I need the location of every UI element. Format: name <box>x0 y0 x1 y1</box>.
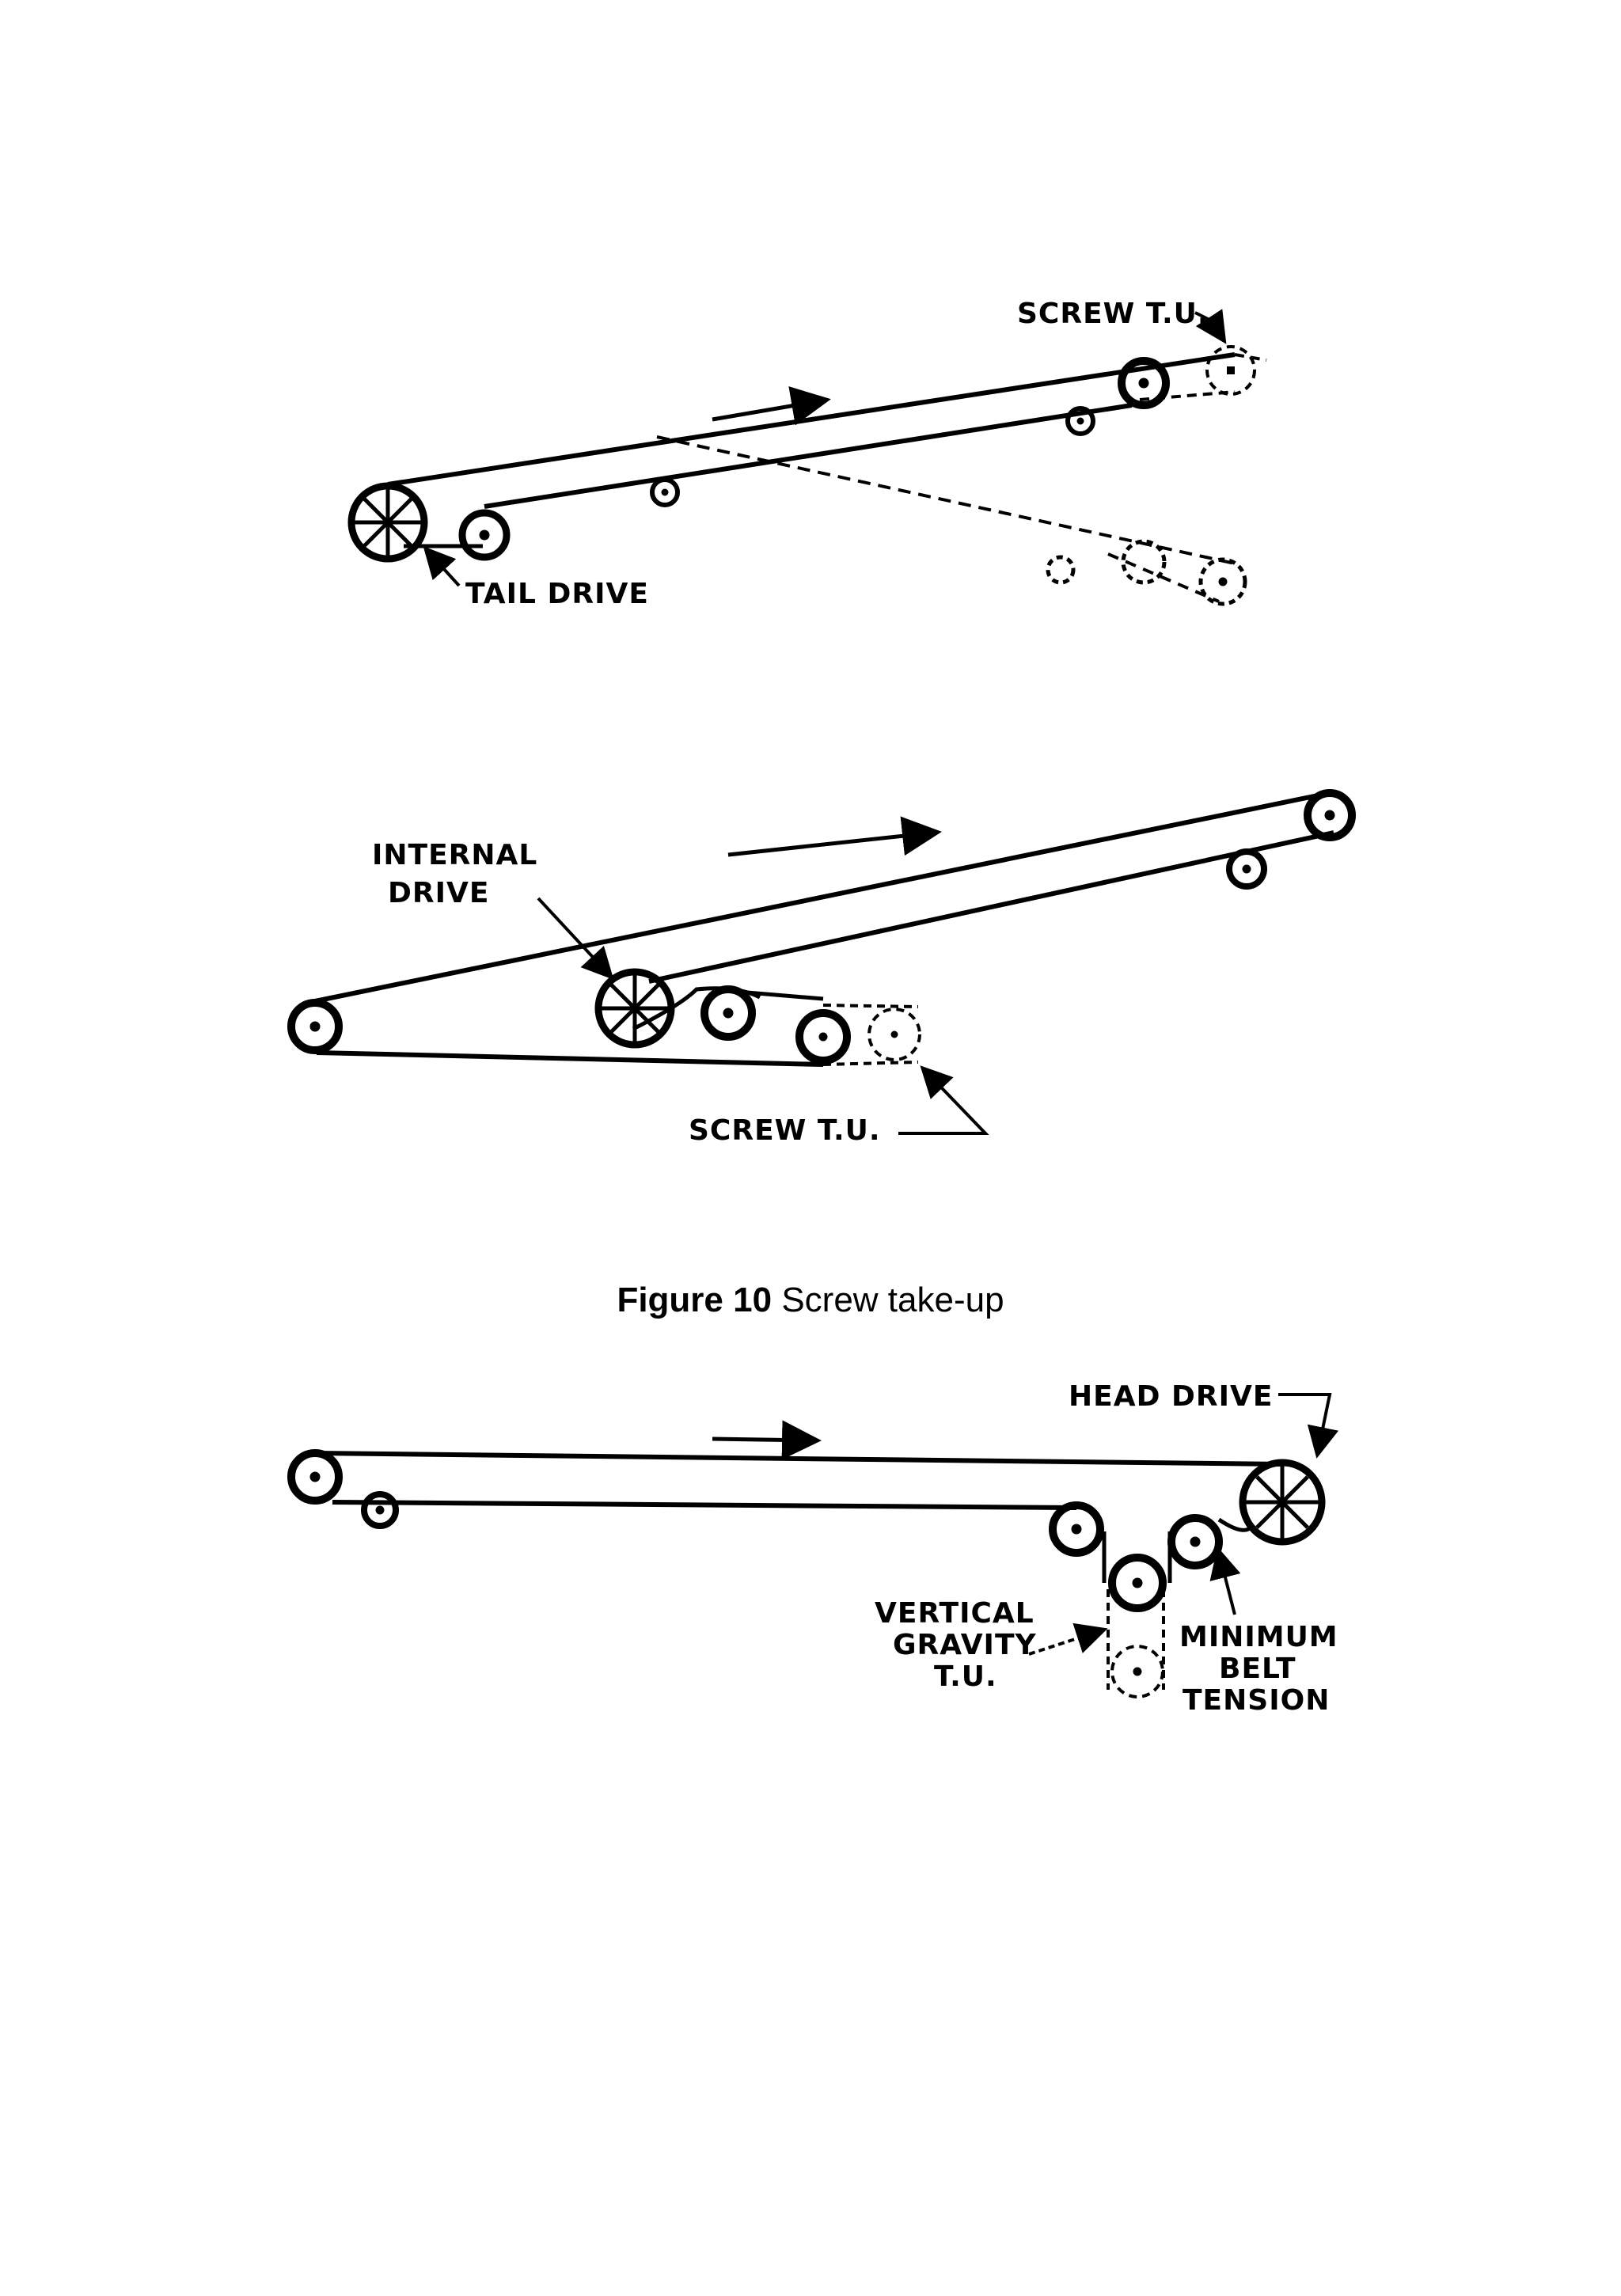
bottom-carry-belt <box>314 1451 1283 1467</box>
middle-tail-pulley-icon <box>287 999 343 1054</box>
middle-return-idler-icon <box>1226 848 1267 890</box>
head-drive-spokes-icon <box>1246 1466 1319 1539</box>
top-alt-belt-path <box>656 435 1236 565</box>
vertical-gravity-label-line2: GRAVITY <box>893 1629 1037 1661</box>
middle-screw-tu-leader-icon <box>898 1065 989 1135</box>
middle-takeup-pulley-icon <box>795 1009 851 1065</box>
bottom-flow-arrow <box>712 1420 822 1460</box>
top-screw-tu-label: SCREW T.U. <box>1017 298 1209 330</box>
internal-drive-leader-icon <box>537 897 614 980</box>
top-diagram-tail-drive <box>347 309 1267 606</box>
bottom-bend-pulley-icon <box>1049 1501 1104 1557</box>
bottom-tail-pulley-icon <box>287 1449 343 1505</box>
gravity-takeup-lower-position-icon <box>1110 1645 1164 1698</box>
bottom-return-belt <box>332 1500 1077 1510</box>
middle-screw-tu-label: SCREW T.U. <box>689 1114 881 1147</box>
tail-drive-pulley-icon <box>347 482 428 563</box>
internal-drive-label-line2: DRIVE <box>388 877 489 909</box>
middle-carry-belt <box>314 791 1331 1004</box>
gravity-takeup-pulley-icon <box>1108 1554 1167 1612</box>
bottom-return-idler-icon <box>361 1491 399 1529</box>
minimum-belt-tension-label-line2: BELT <box>1219 1653 1296 1685</box>
middle-head-pulley-icon <box>1304 789 1356 841</box>
top-snub-pulley-icon <box>458 509 511 561</box>
vertical-gravity-leader-icon <box>1028 1622 1108 1656</box>
middle-snub-pulley-icon <box>700 985 756 1041</box>
tail-drive-spokes-icon <box>355 489 421 556</box>
tail-drive-leader-icon <box>423 546 461 587</box>
top-alt-belt-lower <box>1107 552 1220 603</box>
bottom-diagram-head-drive <box>287 1393 1339 1698</box>
internal-drive-spokes-icon <box>602 975 668 1042</box>
tail-drive-label: TAIL DRIVE <box>465 578 649 610</box>
top-alt-screw-pulley-icon <box>1198 557 1247 606</box>
top-alt-pulley-icon <box>1121 539 1167 585</box>
middle-flow-arrow <box>727 816 942 857</box>
minimum-belt-tension-leader-icon <box>1209 1546 1241 1615</box>
top-return-belt <box>484 403 1133 509</box>
screw-tu-leader-icon <box>1194 309 1227 344</box>
figure-title: Screw take-up <box>781 1281 1004 1319</box>
minimum-belt-tension-label-line3: TENSION <box>1183 1684 1330 1717</box>
bottom-snub-pulley-icon <box>1167 1514 1223 1569</box>
minimum-belt-tension-label-line1: MINIMUM <box>1179 1621 1338 1653</box>
figure-caption: Figure 10 Screw take-up <box>0 1281 1621 1320</box>
vertical-gravity-label-line3: T.U. <box>934 1660 997 1693</box>
top-alt-idler-icon <box>1046 555 1076 585</box>
top-screw-tu-position-icon <box>1205 345 1256 396</box>
head-drive-label: HEAD DRIVE <box>1069 1380 1273 1413</box>
internal-drive-pulley-icon <box>594 968 675 1049</box>
internal-drive-label-line1: INTERNAL <box>372 839 537 871</box>
top-tail-pulley-icon <box>1118 357 1170 409</box>
middle-screw-tu-position-icon <box>867 1008 921 1061</box>
vertical-gravity-label-line1: VERTICAL <box>875 1597 1034 1630</box>
top-carry-belt <box>387 352 1236 487</box>
head-drive-leader-icon <box>1278 1393 1339 1459</box>
top-return-idler-icon <box>650 477 680 507</box>
top-return-idler-2-icon <box>1065 406 1095 436</box>
middle-diagram-internal-drive <box>287 789 1356 1135</box>
middle-return-belt <box>648 830 1334 984</box>
middle-bottom-belt <box>316 1050 824 1067</box>
head-drive-pulley-icon <box>1239 1459 1326 1546</box>
figure-number: Figure 10 <box>617 1281 773 1319</box>
top-flow-arrow <box>712 386 831 426</box>
